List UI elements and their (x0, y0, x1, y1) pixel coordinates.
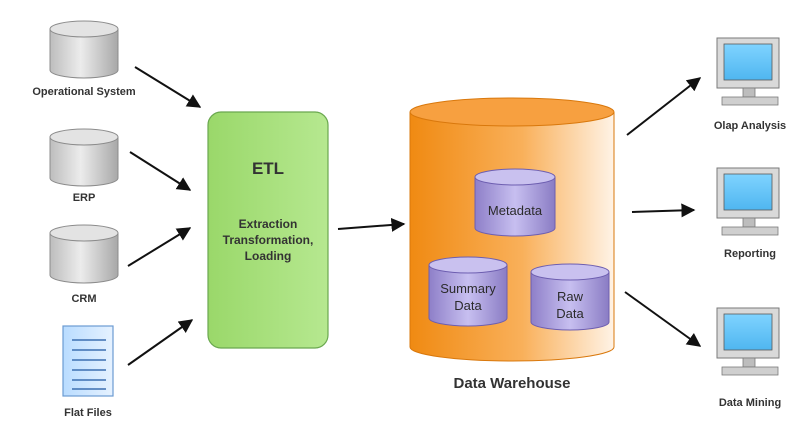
output-olap-analysis: Olap Analysis (714, 37, 786, 132)
source-label: ERP (73, 192, 96, 204)
arrow-warehouse-to-reporting (631, 203, 696, 218)
database-cylinder-icon (49, 20, 119, 79)
output-reporting: Reporting (716, 167, 780, 260)
etl-line-1: Extraction (239, 217, 298, 231)
arrow-warehouse-to-olap (626, 77, 702, 136)
database-cylinder-icon (49, 224, 119, 284)
store-label-line2: Data (454, 298, 482, 313)
store-label-line1: Summary (440, 281, 496, 296)
source-erp: ERP (49, 128, 119, 204)
output-label: Olap Analysis (714, 120, 786, 132)
arrow-operational-to-etl (134, 66, 202, 108)
source-label: CRM (71, 293, 96, 305)
etl-line-3: Loading (245, 249, 292, 263)
arrow-erp-to-etl (129, 151, 192, 191)
store-label-line1: Metadata (488, 203, 543, 218)
computer-monitor-icon (716, 37, 780, 106)
store-raw-data: Raw Data (530, 263, 610, 331)
store-summary-data: Summary Data (428, 256, 508, 327)
source-label: Flat Files (64, 407, 112, 419)
arrow-crm-to-etl (127, 227, 192, 267)
etl-box: ETL Extraction Transformation, Loading (207, 111, 329, 349)
warehouse-label: Data Warehouse (454, 375, 571, 392)
computer-monitor-icon (716, 307, 780, 376)
arrow-flatfiles-to-etl (127, 319, 194, 366)
data-warehouse: Metadata Summary Data Raw Data Data Ware… (409, 97, 615, 392)
store-label-line2: Data (556, 306, 584, 321)
document-icon (62, 325, 114, 397)
etl-title: ETL (252, 159, 284, 178)
database-cylinder-icon (49, 128, 119, 187)
arrow-warehouse-to-mining (624, 291, 702, 347)
store-label-line1: Raw (557, 289, 584, 304)
arrow-etl-to-warehouse (337, 217, 406, 232)
output-label: Data Mining (719, 397, 781, 409)
output-label: Reporting (724, 248, 776, 260)
source-operational-system: Operational System (32, 20, 136, 98)
source-crm: CRM (49, 224, 119, 305)
store-metadata: Metadata (474, 168, 556, 237)
computer-monitor-icon (716, 167, 780, 236)
source-label: Operational System (32, 86, 136, 98)
source-flat-files: Flat Files (62, 325, 114, 419)
etl-line-2: Transformation, (223, 233, 314, 247)
output-data-mining: Data Mining (716, 307, 781, 409)
